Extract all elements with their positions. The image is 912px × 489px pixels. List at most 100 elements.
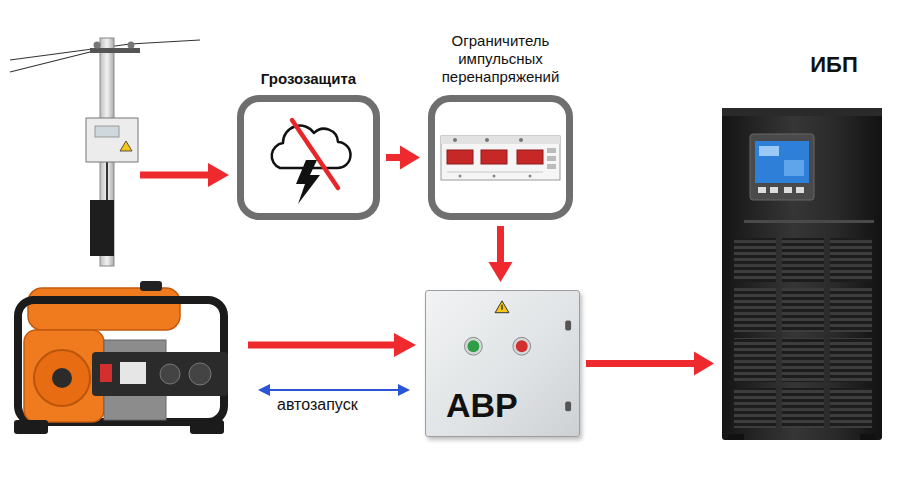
illustration-part bbox=[128, 42, 135, 49]
illustration-part bbox=[722, 108, 882, 116]
illustration-part bbox=[529, 175, 532, 178]
illustration-part bbox=[565, 401, 571, 411]
illustration-part bbox=[464, 337, 482, 355]
ups-details bbox=[722, 108, 882, 440]
illustration-part bbox=[782, 388, 824, 428]
arrow-line bbox=[386, 154, 402, 161]
illustration-part bbox=[501, 305, 502, 310]
box-label: АВР bbox=[446, 385, 518, 426]
illustration-part bbox=[140, 172, 210, 179]
illustration-part bbox=[830, 388, 872, 428]
flow-arrow bbox=[489, 226, 513, 282]
illustration-part bbox=[10, 50, 98, 72]
illustration-part bbox=[447, 150, 473, 164]
illustration-part bbox=[100, 364, 112, 382]
illustration-part bbox=[120, 141, 132, 151]
illustration-part bbox=[784, 160, 804, 176]
illustration-part bbox=[90, 200, 114, 256]
illustration-part bbox=[759, 146, 779, 156]
arrow-head bbox=[400, 146, 420, 170]
illustration-part bbox=[495, 301, 509, 313]
illustration-part bbox=[266, 389, 402, 391]
illustration-part bbox=[14, 420, 48, 434]
illustration-part bbox=[830, 288, 872, 332]
autostart-arrow bbox=[258, 384, 410, 396]
illustration-part bbox=[517, 150, 543, 164]
illustration-part bbox=[447, 172, 543, 173]
feed-arrow bbox=[140, 163, 229, 187]
illustration-part bbox=[160, 364, 180, 384]
illustration-part bbox=[750, 134, 814, 200]
illustration-part bbox=[394, 333, 416, 357]
illustration-part bbox=[92, 352, 228, 396]
illustration-part bbox=[565, 321, 571, 331]
illustration-part bbox=[744, 220, 874, 223]
illustration-part bbox=[398, 384, 410, 396]
generator bbox=[14, 281, 228, 434]
illustration-part bbox=[485, 138, 489, 142]
illustration-part bbox=[728, 434, 744, 440]
illustration-part bbox=[547, 164, 556, 169]
illustration-part bbox=[734, 238, 776, 282]
flow-arrow bbox=[386, 146, 420, 170]
illustration-part bbox=[547, 156, 556, 161]
arrow-head bbox=[694, 352, 714, 376]
illustration-part bbox=[441, 136, 560, 144]
autostart-label: автозапуск bbox=[275, 396, 360, 414]
illustration-part bbox=[459, 175, 462, 178]
illustration-part bbox=[208, 163, 229, 187]
illustration-part bbox=[784, 187, 792, 193]
box-heading: ИБП bbox=[810, 52, 857, 78]
arrow-line bbox=[586, 360, 696, 367]
illustration-part bbox=[860, 434, 876, 440]
illustration-part bbox=[734, 288, 776, 332]
illustration-part bbox=[519, 138, 523, 142]
illustration-part bbox=[95, 126, 119, 137]
box-heading: Ограничитель импульсных перенапряжений bbox=[431, 32, 571, 86]
illustration-part bbox=[758, 187, 766, 193]
illustration-part bbox=[130, 40, 200, 44]
ats-cabinet: АВР bbox=[425, 290, 580, 437]
flow-arrow bbox=[586, 352, 714, 376]
illustration-part bbox=[493, 175, 496, 178]
illustration-part bbox=[292, 120, 338, 188]
illustration-part bbox=[453, 138, 457, 142]
illustration-part bbox=[734, 388, 776, 428]
illustration-part bbox=[120, 362, 146, 384]
illustration-part bbox=[86, 118, 138, 162]
illustration-part bbox=[28, 288, 180, 330]
illustration-part bbox=[782, 238, 824, 282]
illustration-part bbox=[190, 420, 224, 434]
illustration-part bbox=[296, 160, 320, 204]
power-arrow bbox=[248, 333, 416, 357]
illustration-part bbox=[513, 337, 531, 355]
illustration-part bbox=[441, 136, 560, 180]
surge-device bbox=[435, 102, 566, 213]
illustration-part bbox=[782, 338, 824, 382]
illustration-part bbox=[782, 288, 824, 332]
illustration-part bbox=[755, 141, 809, 183]
illustration-part bbox=[140, 281, 162, 291]
arrow-head bbox=[489, 262, 513, 282]
surge-limiter-box: Ограничитель импульсных перенапряжений bbox=[428, 95, 573, 220]
illustration-part bbox=[106, 160, 108, 200]
illustration-part bbox=[189, 363, 211, 385]
illustration-part bbox=[734, 338, 776, 382]
power-pole bbox=[10, 38, 200, 266]
illustration-part bbox=[52, 368, 72, 388]
arrow-line bbox=[497, 226, 504, 264]
illustration-part bbox=[90, 48, 140, 53]
ups-cabinet: ИБП bbox=[722, 108, 882, 440]
illustration-part bbox=[830, 338, 872, 382]
illustration-part bbox=[258, 384, 270, 396]
illustration-part bbox=[481, 150, 507, 164]
illustration-part bbox=[796, 187, 804, 193]
box-heading: Грозозащита bbox=[261, 70, 356, 88]
illustration-part bbox=[547, 148, 556, 153]
illustration-part bbox=[94, 42, 101, 49]
illustration-part bbox=[770, 187, 778, 193]
illustration-part bbox=[34, 350, 90, 406]
illustration-part bbox=[248, 342, 396, 349]
lightning-icon bbox=[244, 102, 373, 213]
